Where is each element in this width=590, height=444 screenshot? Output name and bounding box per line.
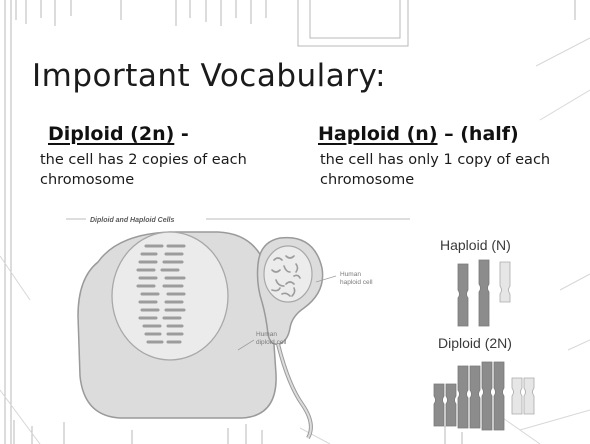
cells-figure-caption: Diploid and Haploid Cells	[90, 217, 175, 224]
haploid-label-line2: haploid cell	[340, 279, 373, 286]
diploid-definition: the cell has 2 copies of each chromosome	[40, 150, 280, 190]
diploid-suffix: -	[174, 123, 189, 145]
chromosomes-figure: Haploid (N) Diploid (2N)	[430, 232, 580, 438]
slide-title: Important Vocabulary:	[32, 58, 386, 94]
haploid-n-label: Haploid (N)	[440, 237, 511, 253]
haploid-term: Haploid (n)	[318, 123, 438, 145]
diploid-label-line1: Human	[256, 331, 277, 338]
haploid-suffix: – (half)	[438, 123, 519, 145]
diploid-label-line2: diploid cell	[256, 339, 287, 346]
cells-figure: Diploid and Haploid Cells	[58, 204, 422, 440]
diploid-heading: Diploid (2n) -	[48, 123, 189, 145]
diploid-term: Diploid (2n)	[48, 123, 174, 145]
haploid-definition: the cell has only 1 copy of each chromos…	[320, 150, 580, 190]
haploid-chromosome-set-icon	[458, 260, 510, 326]
diploid-chromosome-set-icon	[434, 362, 534, 430]
haploid-heading: Haploid (n) – (half)	[318, 123, 519, 145]
diploid-2n-label: Diploid (2N)	[438, 335, 512, 351]
haploid-label-line1: Human	[340, 271, 361, 278]
